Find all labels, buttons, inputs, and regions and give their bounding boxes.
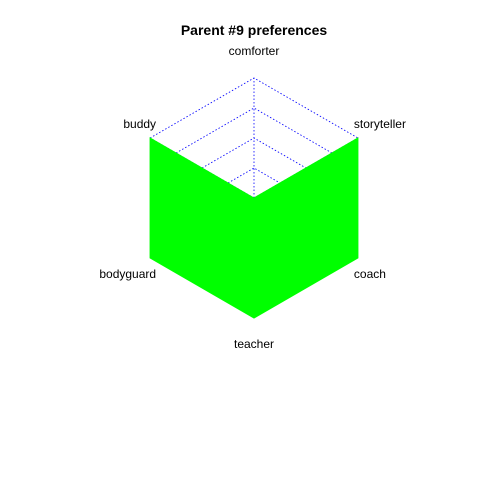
axis-label-coach: coach <box>354 267 386 281</box>
axis-label-comforter: comforter <box>229 44 280 58</box>
series-area-0 <box>149 137 359 319</box>
axis-labels: comforter storyteller coach teacher bodyguar… <box>99 44 406 351</box>
chart-title: Parent #9 preferences <box>181 22 328 38</box>
axis-label-teacher: teacher <box>234 337 274 351</box>
grid-ring-4 <box>149 77 359 139</box>
axis-label-storyteller: storyteller <box>354 117 406 131</box>
axis-label-bodyguard: bodyguard <box>99 267 156 281</box>
grid-ring-1 <box>227 167 281 184</box>
radar-series <box>149 137 359 319</box>
axis-label-buddy: buddy <box>123 117 156 131</box>
grid-ring-2 <box>201 137 307 169</box>
